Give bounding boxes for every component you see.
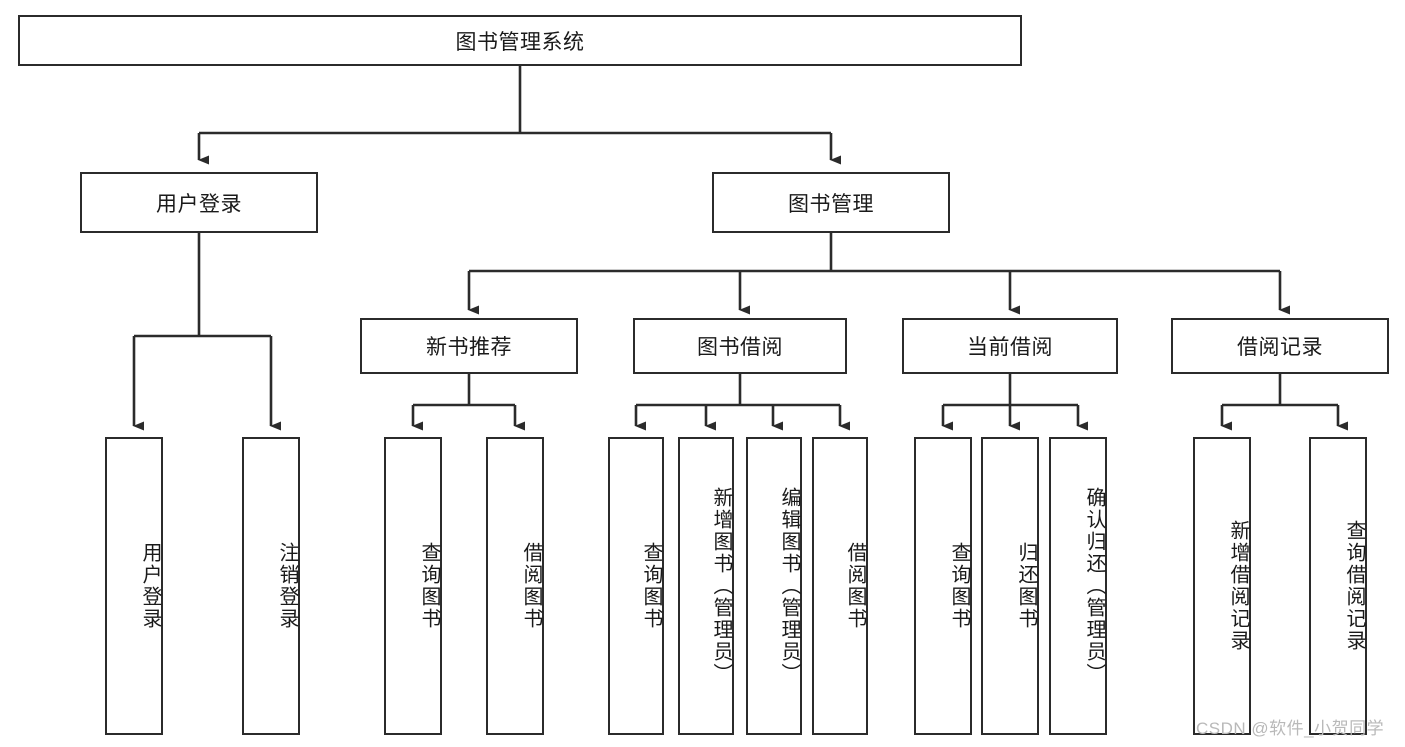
leaf-query-borrow-record[interactable]: 查询借阅记录 (1309, 437, 1367, 735)
leaf-confirm-return-admin[interactable]: 确认归还（管理员） (1049, 437, 1107, 735)
leaf-query-book-borrow[interactable]: 查询图书 (608, 437, 664, 735)
leaf-add-borrow-record[interactable]: 新增借阅记录 (1193, 437, 1251, 735)
node-book-management[interactable]: 图书管理 (712, 172, 950, 233)
leaf-return-book[interactable]: 归还图书 (981, 437, 1039, 735)
watermark-text: CSDN @软件_小贺同学 (1196, 719, 1385, 738)
leaf-borrow-book-newbook[interactable]: 借阅图书 (486, 437, 544, 735)
leaf-logout[interactable]: 注销登录 (242, 437, 300, 735)
leaf-borrow-book[interactable]: 借阅图书 (812, 437, 868, 735)
node-book-borrow[interactable]: 图书借阅 (633, 318, 847, 374)
leaf-add-book-admin[interactable]: 新增图书（管理员） (678, 437, 734, 735)
node-user-login[interactable]: 用户登录 (80, 172, 318, 233)
node-borrow-records[interactable]: 借阅记录 (1171, 318, 1389, 374)
leaf-query-book-newbook[interactable]: 查询图书 (384, 437, 442, 735)
node-root[interactable]: 图书管理系统 (18, 15, 1022, 66)
leaf-edit-book-admin[interactable]: 编辑图书（管理员） (746, 437, 802, 735)
leaf-query-book-current[interactable]: 查询图书 (914, 437, 972, 735)
node-current-borrow[interactable]: 当前借阅 (902, 318, 1118, 374)
leaf-user-login[interactable]: 用户登录 (105, 437, 163, 735)
node-new-book-recommend[interactable]: 新书推荐 (360, 318, 578, 374)
